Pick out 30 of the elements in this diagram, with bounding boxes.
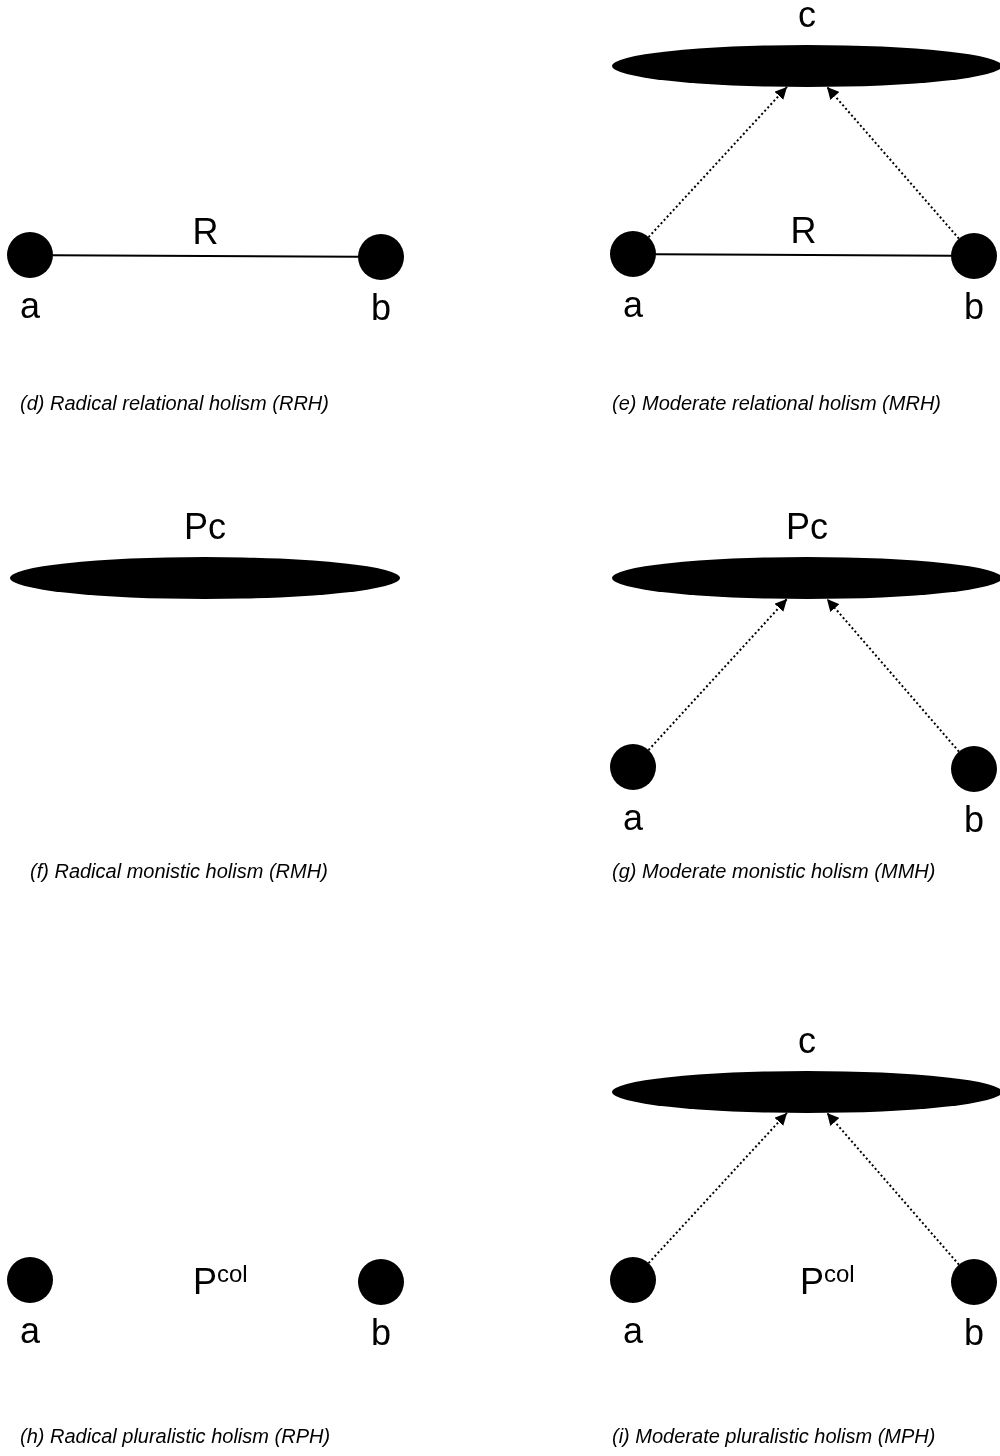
arrow: [647, 85, 788, 239]
panel-caption: (f) Radical monistic holism (RMH): [30, 860, 328, 883]
arrow: [647, 597, 788, 752]
node-label: Pc: [184, 507, 226, 547]
symbol-label: P$^{col}$: [193, 1262, 248, 1302]
node-label: b: [964, 800, 984, 840]
node-label: c: [798, 0, 816, 35]
node-label: a: [623, 798, 643, 838]
node-label: b: [964, 1313, 984, 1353]
panel-caption: (g) Moderate monistic holism (MMH): [612, 860, 936, 883]
node-label: a: [20, 286, 40, 326]
panel-caption: (d) Radical relational holism (RRH): [20, 392, 329, 415]
node-label: Pc: [786, 507, 828, 547]
node-label: a: [20, 1311, 40, 1351]
panel-caption: (i) Moderate pluralistic holism (MPH): [612, 1425, 936, 1448]
node-label: a: [623, 285, 643, 325]
node-label: b: [371, 1313, 391, 1353]
symbol-label: P$^{col}$: [800, 1262, 855, 1302]
node-label: b: [371, 288, 391, 328]
node-label: a: [623, 1311, 643, 1351]
arrow: [647, 1111, 788, 1265]
arrow: [826, 85, 960, 240]
node-label: b: [964, 287, 984, 327]
arrow: [826, 597, 960, 753]
panel-caption: (e) Moderate relational holism (MRH): [612, 392, 941, 415]
node-label: c: [798, 1021, 816, 1061]
connector-line: [52, 254, 359, 258]
connector-line: [655, 253, 952, 257]
panel-caption: (h) Radical pluralistic holism (RPH): [20, 1425, 331, 1448]
arrow: [826, 1111, 960, 1266]
